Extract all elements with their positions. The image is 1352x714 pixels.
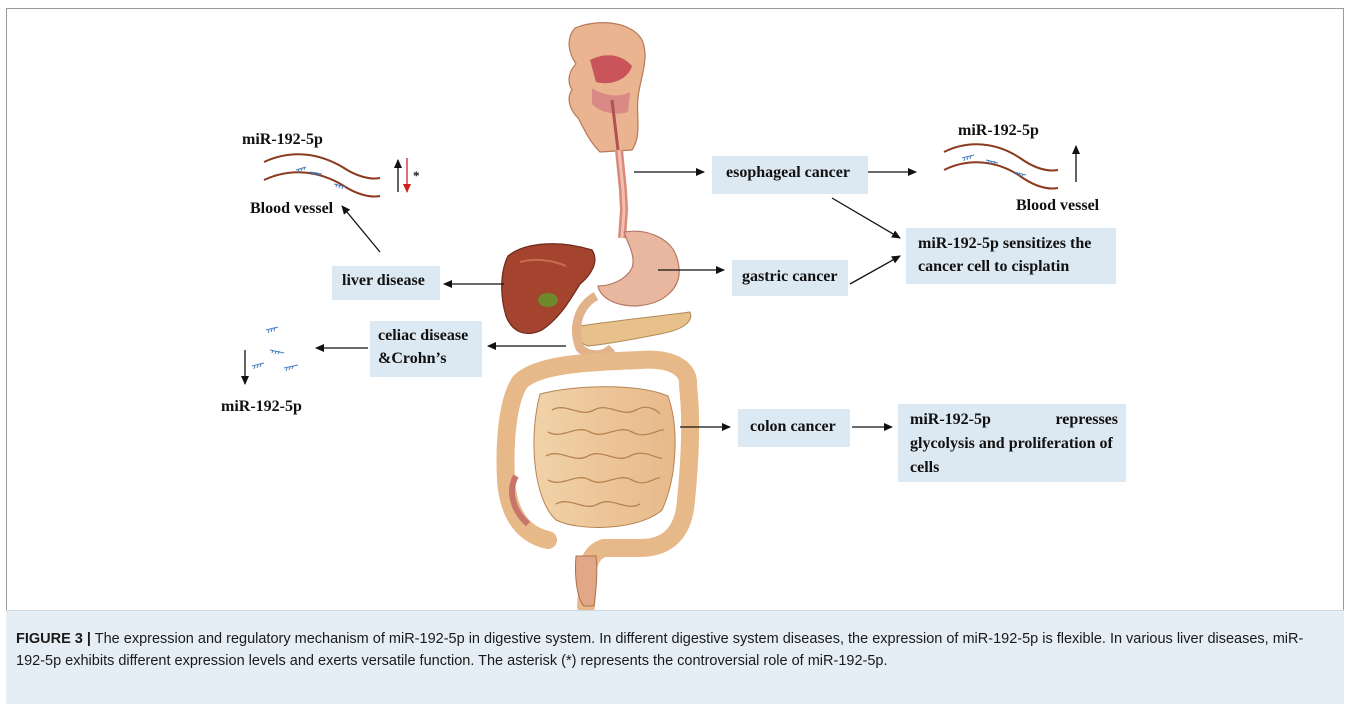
left-mirna-label: miR-192-5p (242, 131, 323, 149)
liver-disease-box: liver disease (332, 266, 440, 300)
gallbladder-illustration (538, 293, 558, 307)
figure-caption: FIGURE 3 | The expression and regulatory… (16, 628, 1328, 672)
sensitizes-line-2: cancer cell to cisplatin (918, 255, 1116, 278)
mirna-molecules-left (296, 167, 346, 189)
represses-line-3: cells (910, 456, 1118, 480)
right-mirna-label: miR-192-5p (958, 122, 1039, 140)
free-mirna-molecules (252, 327, 298, 371)
celiac-line-2: &Crohn’s (378, 347, 482, 370)
colon-cancer-box: colon cancer (738, 409, 850, 447)
head-illustration (569, 23, 645, 152)
represses-line-2: glycolysis and proliferation of (910, 432, 1118, 456)
right-blood-vessel (944, 144, 1058, 188)
sensitizes-line-1: miR-192-5p sensitizes the (918, 232, 1116, 255)
asterisk-mark: * (413, 168, 420, 184)
gastric-cancer-label: gastric cancer (742, 268, 838, 285)
mirna-molecules-right (962, 155, 1026, 177)
arrow-gastric-to-sensitize (850, 256, 900, 284)
bottom-mirna-label: miR-192-5p (221, 398, 302, 416)
left-blood-vessel-label: Blood vessel (250, 200, 333, 218)
celiac-box: celiac disease &Crohn’s (370, 321, 482, 377)
gastric-cancer-box: gastric cancer (732, 260, 848, 296)
esophageal-cancer-box: esophageal cancer (712, 156, 868, 194)
represses-box: miR-192-5p represses glycolysis and prol… (898, 404, 1126, 482)
represses-word-2: represses (1055, 408, 1118, 432)
pancreas-illustration (577, 312, 691, 346)
caption-text: The expression and regulatory mechanism … (16, 631, 1303, 669)
arrow-liver-disease-to-vessel (342, 206, 380, 252)
stomach-illustration (598, 231, 679, 306)
represses-line-1: miR-192-5p represses (910, 408, 1118, 432)
colon-cancer-label: colon cancer (750, 418, 836, 435)
liver-disease-label: liver disease (342, 272, 425, 289)
caption-label: FIGURE 3 | (16, 631, 91, 647)
represses-word-1: miR-192-5p (910, 408, 991, 432)
left-blood-vessel (264, 154, 380, 196)
sensitizes-box: miR-192-5p sensitizes the cancer cell to… (906, 228, 1116, 284)
right-blood-vessel-label: Blood vessel (1016, 197, 1099, 215)
esophageal-cancer-label: esophageal cancer (726, 164, 850, 181)
arrow-esophageal-to-sensitize (832, 198, 900, 238)
celiac-line-1: celiac disease (378, 324, 482, 347)
